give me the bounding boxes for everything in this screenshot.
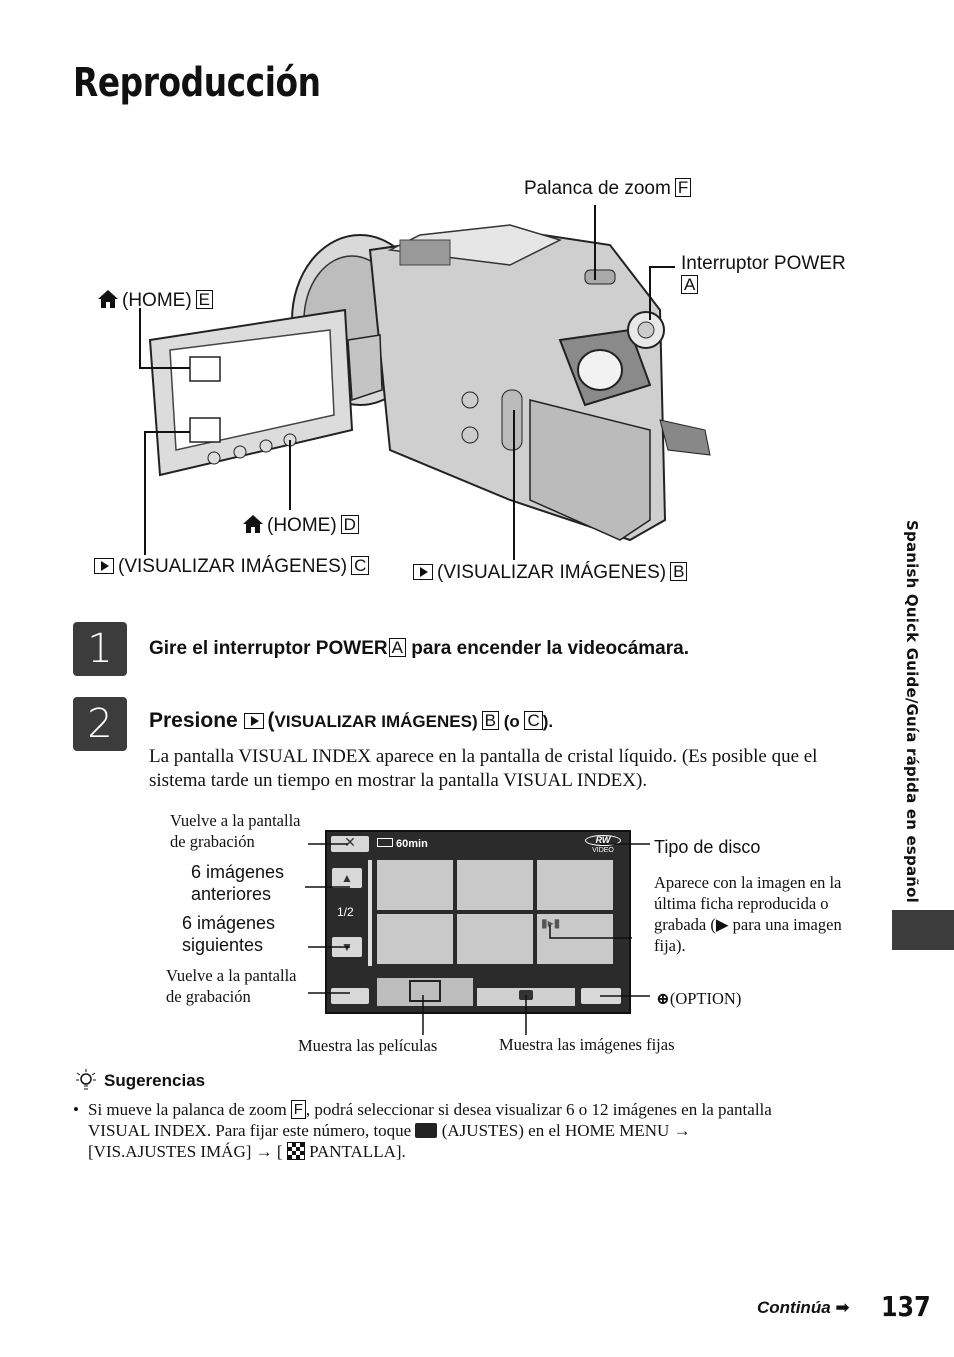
thumbnail[interactable] xyxy=(537,860,613,910)
thumbnail[interactable] xyxy=(377,860,453,910)
step-2-description: La pantalla VISUAL INDEX aparece en la p… xyxy=(149,746,818,791)
view-images-b-label: (VISUALIZAR IMÁGENES)B xyxy=(413,562,688,584)
view-images-icon xyxy=(243,713,264,729)
tip-bullet: • xyxy=(73,1100,79,1119)
tips-heading: Sugerencias xyxy=(104,1071,206,1090)
view-images-icon xyxy=(413,564,433,580)
scrollbar[interactable] xyxy=(368,860,372,966)
power-switch-label: Interruptor POWER A xyxy=(681,253,846,294)
step-2-number: 2 xyxy=(73,697,127,751)
lightbulb-icon xyxy=(76,1069,96,1090)
last-played-label: Aparece con la imagen en la última ficha… xyxy=(654,873,842,955)
page-indicator: 1/2 xyxy=(337,905,354,919)
close-icon[interactable]: ✕ xyxy=(331,836,369,852)
continues-label: Continúa ➡ xyxy=(757,1298,850,1317)
side-tab-text: Spanish Quick Guide/Guía rápida en españ… xyxy=(903,520,921,904)
film-icon xyxy=(409,980,441,1002)
camcorder-illustration xyxy=(139,205,711,560)
arrow-right-icon: ➡ xyxy=(835,1298,850,1317)
page-title: Reproducción xyxy=(73,60,321,106)
prev-page-button[interactable]: ▲ xyxy=(332,868,362,888)
step-2-heading: Presione (VISUALIZAR IMÁGENES)B (o C). xyxy=(149,709,554,732)
option-icon: ⊕ xyxy=(656,989,670,1008)
home-icon xyxy=(98,290,118,308)
grid-icon xyxy=(286,1142,305,1160)
visual-index-screen: ✕ 60min RW VIDEO ▲ 1/2 ▼ ▮▸▮ xyxy=(325,830,631,1014)
home-icon xyxy=(243,515,263,533)
stills-label: Muestra las imágenes fijas xyxy=(499,1035,675,1054)
movies-label: Muestra las películas xyxy=(298,1036,438,1055)
view-images-c-label: (VISUALIZAR IMÁGENES)C xyxy=(94,556,370,578)
index-leader-lines xyxy=(305,843,650,1035)
remaining-time: 60min xyxy=(377,838,428,850)
home-d-label: (HOME)D xyxy=(242,514,359,537)
thumbnail[interactable] xyxy=(457,914,533,964)
return-button[interactable] xyxy=(331,988,369,1004)
step-1-number: 1 xyxy=(73,622,127,676)
thumbnail[interactable] xyxy=(377,914,453,964)
last-played-icon: ▮▸▮ xyxy=(541,916,561,930)
page-number: 137 xyxy=(881,1290,931,1323)
play-icon: ▶ xyxy=(715,915,729,934)
thumbnail[interactable]: ▮▸▮ xyxy=(537,914,613,964)
thumbnail[interactable] xyxy=(457,860,533,910)
disc-type-icon: RW VIDEO xyxy=(585,835,621,854)
option-label: ⊕(OPTION) xyxy=(656,989,742,1008)
toolbox-icon xyxy=(415,1123,438,1138)
home-e-label: (HOME)E xyxy=(97,289,213,312)
side-tab-marker xyxy=(892,910,954,950)
disc-type-label: Tipo de disco xyxy=(654,837,761,857)
view-images-icon xyxy=(94,558,114,574)
movies-tab[interactable] xyxy=(377,978,473,1006)
battery-icon xyxy=(377,838,393,847)
